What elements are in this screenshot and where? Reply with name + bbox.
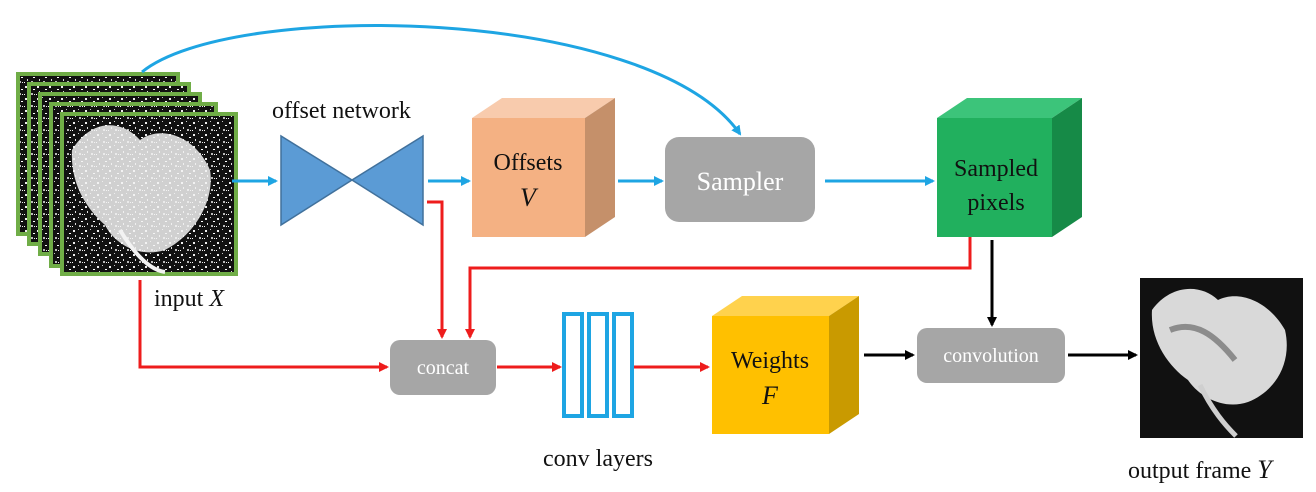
output-label: output frame Y (1128, 455, 1274, 484)
weights-label: Weights (731, 348, 809, 374)
sampler-box (665, 137, 815, 222)
arrow-offset-network-to-concat (427, 200, 447, 339)
conv-layers (562, 312, 634, 418)
offset-network-label: offset network (272, 98, 411, 124)
offsets-label: Offsets (494, 150, 563, 176)
concat-label: concat (417, 357, 470, 379)
convolution-label: convolution (943, 345, 1039, 367)
input-frame-front (60, 112, 238, 276)
input-frame-stack (16, 72, 238, 276)
arrow-input-to-concat (138, 280, 389, 372)
concat-box (390, 340, 496, 395)
weights-cube (712, 296, 859, 434)
convolution-box (917, 328, 1065, 383)
offsets-var: V (520, 183, 539, 212)
conv-layers-label: conv layers (543, 446, 653, 472)
arrow-input-to-sampler (141, 24, 742, 136)
output-frame (1140, 278, 1303, 438)
sampled-label-line2: pixels (967, 190, 1024, 216)
input-label: input X (154, 286, 225, 312)
offset-network-shape (280, 134, 424, 227)
offsets-cube (472, 98, 615, 237)
sampled-label-line1: Sampled (954, 156, 1038, 182)
sampled-pixels-cube (937, 98, 1082, 237)
sampler-label: Sampler (697, 167, 784, 196)
weights-var: F (761, 381, 779, 410)
arrow-sampled-to-concat (465, 237, 972, 339)
